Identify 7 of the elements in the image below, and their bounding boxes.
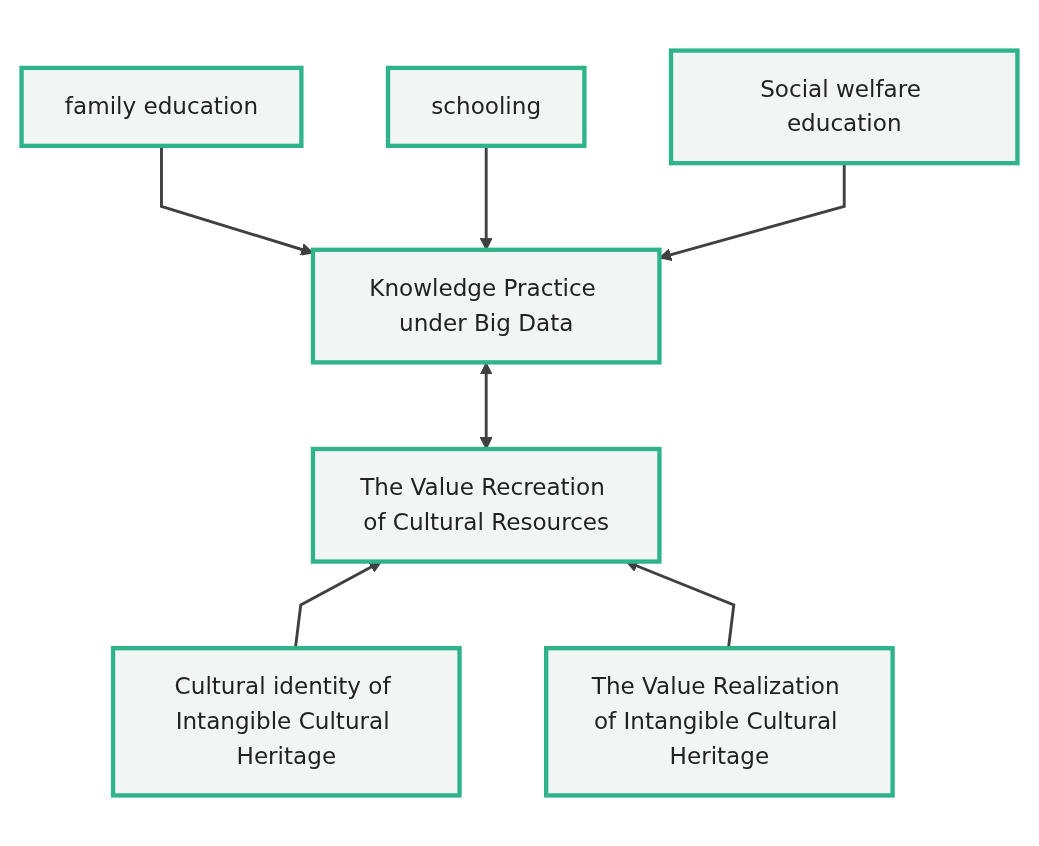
node-box: Knowledge Practice under Big Data	[310, 247, 662, 365]
node-box: family education	[19, 65, 304, 148]
node-box: Cultural identity of Intangible Cultural Heritage	[110, 646, 462, 798]
node-box: The Value Recreation of Cultural Resources	[310, 446, 662, 564]
node-box: The Value Realization of Intangible Cultural Heritage	[544, 646, 895, 798]
node-box: Social welfare education	[668, 48, 1020, 166]
node-box: schooling	[385, 65, 587, 148]
